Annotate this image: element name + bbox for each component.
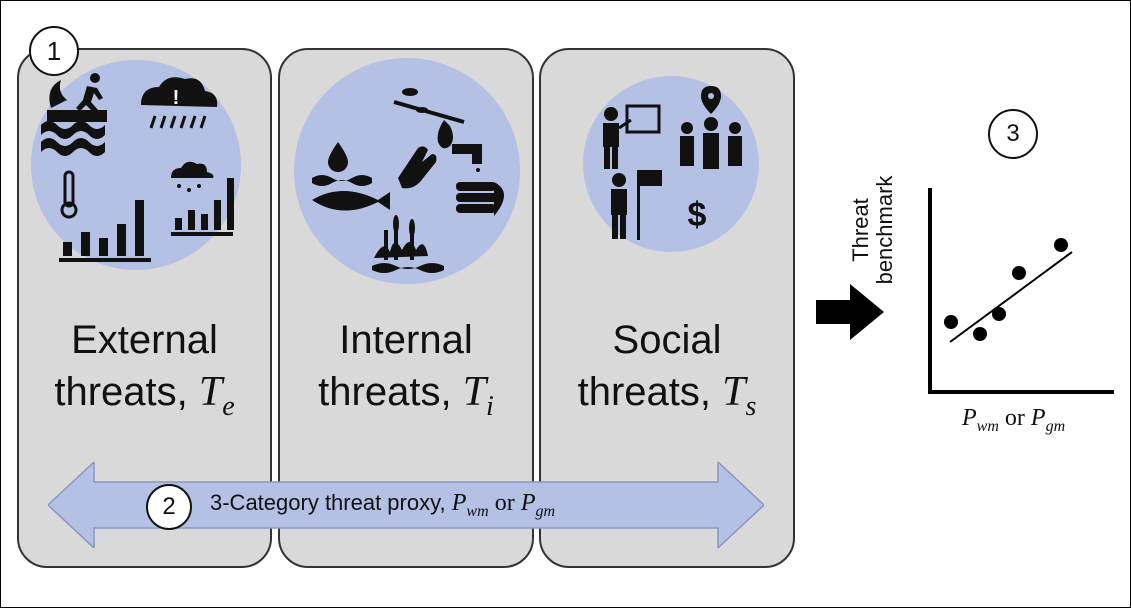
water-drop-icon [312, 142, 372, 186]
location-people-icon [680, 86, 742, 169]
social-label-line1: Social [612, 318, 722, 362]
social-icons-circle: $ [583, 76, 759, 252]
internal-label-line1: Internal [339, 318, 473, 362]
fruit-branch-icon [393, 88, 465, 149]
proxy-p1-sub: wm [466, 503, 489, 520]
data-point [1054, 238, 1068, 252]
external-label: External threats, Te [19, 314, 270, 433]
proxy-p2-sub: gm [535, 503, 556, 520]
data-point [944, 315, 958, 329]
step-badge-1: 1 [29, 26, 79, 76]
external-label-line2: threats, [54, 370, 188, 414]
internal-label-line2: threats, [318, 370, 452, 414]
svg-text:$: $ [688, 196, 707, 234]
x-axis-or: or [1004, 405, 1025, 431]
x-axis-label: Pwm or Pgm [962, 405, 1065, 436]
internal-symbol: T [462, 369, 487, 415]
y-axis-label-line1: Threat [848, 198, 873, 262]
social-label: Social threats, Ts [541, 314, 793, 433]
data-point [973, 327, 987, 341]
x-axis-p2: P [1030, 405, 1046, 431]
thermometer-icon [60, 170, 78, 219]
fish-icon [312, 191, 390, 211]
social-symbol: T [722, 369, 746, 415]
svg-text:!: ! [173, 87, 180, 109]
social-label-line2: threats, [577, 370, 711, 414]
proxy-p1: P [451, 490, 467, 516]
x-axis-p1-sub: wm [976, 418, 999, 435]
x-axis-p2-sub: gm [1045, 418, 1066, 435]
external-label-line1: External [71, 318, 218, 362]
external-symbol: T [198, 369, 223, 415]
internal-icons-circle [294, 58, 520, 284]
dollar-icon: $ [688, 196, 707, 234]
step-badge-3: 3 [988, 109, 1038, 159]
external-icons-circle: ! [31, 60, 241, 270]
data-point [992, 307, 1006, 321]
proxy-text: 3-Category threat proxy, [210, 490, 446, 515]
internal-label: Internal threats, Ti [280, 314, 532, 433]
internal-symbol-sub: i [486, 391, 494, 422]
proxy-label: 3-Category threat proxy, Pwm or Pgm [210, 490, 555, 521]
y-axis-label-line2: benchmark [872, 175, 897, 285]
right-arrow-icon [816, 284, 884, 340]
proxy-p2: P [520, 490, 536, 516]
x-axis-p1: P [962, 405, 977, 431]
external-symbol-sub: e [222, 391, 235, 422]
step-badge-2: 2 [146, 484, 192, 530]
benchmark-scatter-plot: Threat benchmark [848, 175, 1114, 394]
flag-person-icon [611, 170, 662, 240]
flood-runner-icon [41, 73, 107, 156]
proxy-or: or [494, 490, 515, 516]
presenter-icon [603, 104, 661, 169]
wetland-plants-icon [372, 215, 444, 273]
bar-chart-icon [59, 200, 151, 262]
social-symbol-sub: s [745, 391, 757, 422]
storm-cloud-icon: ! [141, 77, 218, 129]
data-point [1012, 266, 1026, 280]
hand-icon [398, 146, 437, 189]
y-axis-label: Threat benchmark [848, 175, 897, 285]
proxy-arrow [48, 462, 764, 548]
trend-line [949, 251, 1073, 343]
faucet-hand-icon [452, 144, 504, 216]
rain-cloud-icon [171, 161, 234, 236]
